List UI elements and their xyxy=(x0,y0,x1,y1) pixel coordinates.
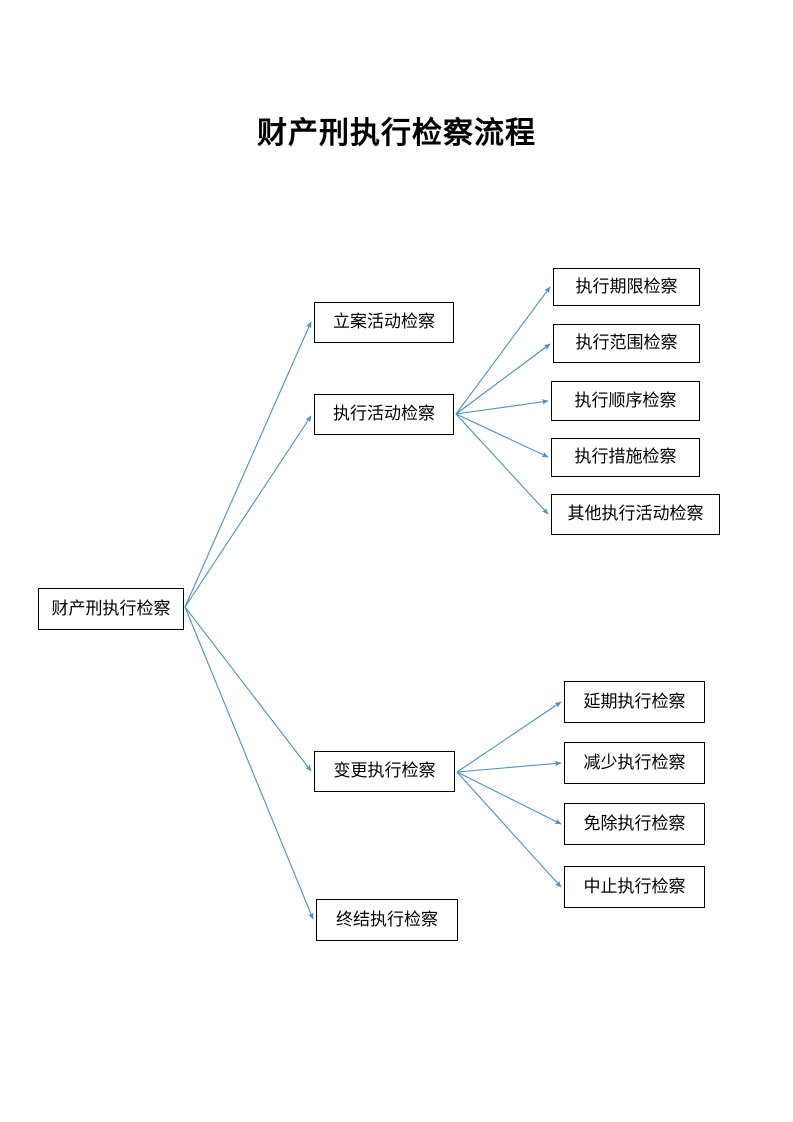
edge-execution-2 xyxy=(455,399,549,415)
node-modification-child-3[interactable]: 中止执行检察 xyxy=(564,866,705,908)
node-execution-child-0[interactable]: 执行期限检察 xyxy=(553,268,700,306)
edge-modification-3 xyxy=(456,771,562,888)
edge-root-2 xyxy=(184,606,312,772)
node-label: 执行措施检察 xyxy=(574,447,677,467)
edge-root-3 xyxy=(184,606,314,920)
node-execution-child-3[interactable]: 执行措施检察 xyxy=(551,438,700,477)
node-modification-child-2[interactable]: 免除执行检察 xyxy=(564,803,705,845)
node-label: 终结执行检察 xyxy=(336,909,438,930)
edge-root-1 xyxy=(184,415,312,608)
node-label: 中止执行检察 xyxy=(583,876,686,897)
node-label: 减少执行检察 xyxy=(583,752,686,773)
node-label: 执行范围检察 xyxy=(575,333,678,353)
edge-execution-0 xyxy=(455,286,551,415)
edge-modification-1 xyxy=(456,760,562,773)
node-label: 其他执行活动检察 xyxy=(567,504,704,524)
node-modification-child-0[interactable]: 延期执行检察 xyxy=(564,681,705,723)
node-label: 延期执行检察 xyxy=(583,691,686,712)
edge-modification-0 xyxy=(456,701,562,773)
node-label: 执行顺序检察 xyxy=(574,390,677,411)
edge-modification-2 xyxy=(456,771,562,825)
node-label: 执行期限检察 xyxy=(575,276,678,297)
edge-root-0 xyxy=(184,321,312,608)
node-label: 执行活动检察 xyxy=(333,404,435,424)
node-level1-1[interactable]: 执行活动检察 xyxy=(314,394,454,435)
node-label: 立案活动检察 xyxy=(333,312,435,332)
edge-execution-1 xyxy=(455,343,551,415)
node-level1-2[interactable]: 变更执行检察 xyxy=(314,751,455,792)
node-label: 免除执行检察 xyxy=(583,813,686,834)
page-title: 财产刑执行检察流程 xyxy=(257,116,536,151)
node-level1-3[interactable]: 终结执行检察 xyxy=(316,899,458,941)
node-modification-child-1[interactable]: 减少执行检察 xyxy=(564,742,705,784)
edge-execution-3 xyxy=(455,413,549,458)
edge-execution-4 xyxy=(455,413,549,515)
node-level1-0[interactable]: 立案活动检察 xyxy=(314,302,454,343)
node-label: 变更执行检察 xyxy=(333,761,436,781)
node-execution-child-2[interactable]: 执行顺序检察 xyxy=(551,381,700,421)
node-label: 财产刑执行检察 xyxy=(51,598,171,619)
node-execution-child-4[interactable]: 其他执行活动检察 xyxy=(551,494,720,535)
node-execution-child-1[interactable]: 执行范围检察 xyxy=(553,324,700,363)
node-root[interactable]: 财产刑执行检察 xyxy=(38,588,184,630)
